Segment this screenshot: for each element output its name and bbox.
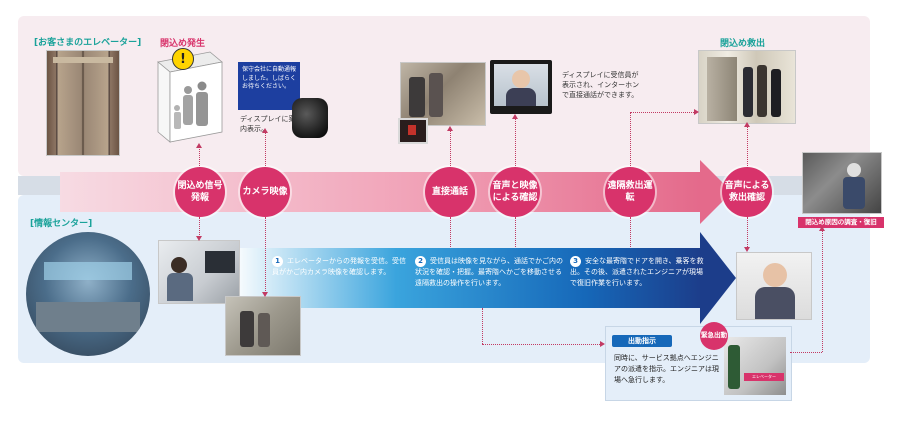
- step-3-number: 3: [570, 256, 581, 267]
- arrow-right-icon: [600, 341, 605, 347]
- info-center-label: [情報センター]: [30, 219, 93, 229]
- intercom-call-photo: [400, 62, 486, 126]
- connector-engineer-right: [790, 352, 822, 353]
- passenger-silhouette: [429, 73, 443, 117]
- van-text: エレベーター: [744, 373, 784, 381]
- connector-signal-up: [199, 146, 200, 168]
- operator-display-screen: [494, 64, 548, 106]
- connector-remote-rescue-right: [630, 112, 696, 113]
- connector-remote-rescue-up: [630, 112, 631, 168]
- engineer-silhouette: [728, 345, 740, 389]
- customer-elevator-label: [お客さまのエレベーター]: [34, 38, 142, 48]
- engineer-helmet: [847, 163, 861, 177]
- arrow-down-icon: [744, 247, 750, 252]
- arrow-up-icon: [447, 126, 453, 131]
- connector-direct-call-down: [450, 217, 451, 247]
- step-1-number: 1: [272, 256, 283, 267]
- step-2-number: 2: [415, 256, 426, 267]
- rescued-passenger: [771, 69, 781, 117]
- passenger-silhouette: [409, 77, 425, 117]
- operator-torso: [167, 273, 193, 301]
- process-arrow-blue: [232, 248, 702, 308]
- connector-engineer-up: [822, 230, 823, 352]
- operator-display-caption: ディスプレイに受信員が表示され、インターホンで直接通話ができます。: [562, 71, 640, 100]
- operator-body: [755, 287, 795, 319]
- elevator-photo: [46, 50, 120, 156]
- control-room-screens: [44, 262, 132, 280]
- connector-dispatch-down: [482, 308, 483, 344]
- emergency-dispatch-badge: 緊急出動: [700, 322, 728, 350]
- operator-display: [490, 60, 552, 114]
- cause-investigation-label: 閉込め原因の調査・復旧: [798, 217, 884, 228]
- display-caption: ディスプレイに案内表示。: [240, 115, 296, 134]
- service-van-photo: エレベーター: [724, 337, 786, 395]
- step-2-text: 受信員は映像を見ながら、通話でかご内の状況を確認・把握。最寄階へかごを移動させる…: [415, 257, 563, 287]
- elevator-intercom-panel: [398, 118, 428, 144]
- dispatch-title: 出動指示: [612, 335, 672, 347]
- operator-headset-photo: [158, 240, 240, 304]
- rescued-passenger: [757, 65, 767, 117]
- elevator-camera-image: [225, 296, 301, 356]
- rescue-photo: [698, 50, 796, 124]
- operator-face: [763, 263, 787, 287]
- arrow-down-icon: [262, 292, 268, 297]
- arrow-up-icon: [262, 128, 268, 133]
- arrow-up-icon: [196, 143, 202, 148]
- connector-dispatch-right: [482, 344, 602, 345]
- connector-signal-down: [199, 217, 200, 239]
- connector-audio-rescue-up: [747, 126, 748, 168]
- entrapment-rescue-label: 閉込め救出: [720, 39, 766, 49]
- arrow-up-icon: [512, 114, 518, 119]
- process-arrow-blue-head: [700, 232, 736, 324]
- dispatch-box: 出動指示 同時に、サービス拠点へエンジニアの派遣を指示。エンジニアは現場へ急行し…: [605, 326, 792, 401]
- entrapment-occurs-label: 閉込め発生: [160, 39, 206, 49]
- intercom-button: [408, 125, 416, 135]
- exclamation-warning-icon: !: [172, 48, 194, 70]
- passenger-silhouette: [240, 311, 254, 347]
- step-1-text: エレベーターからの発報を受信。受信員がかご内カメラ映像を確認します。: [272, 257, 406, 276]
- rescued-passenger: [743, 67, 753, 117]
- guide-display-screen: 保守会社に自動通報しました。しばらくお待ちください。: [238, 62, 300, 110]
- elevator-door: [707, 57, 737, 121]
- entrapment-illustration: [150, 50, 225, 145]
- passenger-silhouette: [258, 313, 270, 347]
- operator-body: [506, 88, 536, 106]
- circle-entrapment-signal: 閉込め信号発報: [175, 167, 225, 217]
- circle-remote-rescue: 遠隔救出運転: [605, 167, 655, 217]
- arrow-down-icon: [196, 236, 202, 241]
- operator-confirm-photo: [736, 252, 812, 320]
- operator-head: [171, 257, 187, 273]
- engineer-body: [843, 177, 865, 209]
- connector-camera-down: [265, 217, 266, 293]
- connector-audio-video-up: [515, 118, 516, 168]
- operator-face: [512, 70, 530, 88]
- intercom-speaker-icon: [292, 98, 328, 138]
- dispatch-text: 同時に、サービス拠点へエンジニアの派遣を指示。エンジニアは現場へ急行します。: [614, 354, 719, 384]
- control-room-photo: [26, 232, 150, 356]
- circle-direct-call: 直接通話: [425, 167, 475, 217]
- connector-camera-up: [265, 132, 266, 168]
- process-arrow-pink: [60, 172, 700, 212]
- circle-audio-rescue-check: 音声による救出確認: [722, 167, 772, 217]
- arrow-up-icon: [819, 226, 825, 231]
- circle-camera-video: カメラ映像: [240, 167, 290, 217]
- connector-remote-rescue-down: [630, 217, 631, 247]
- connector-direct-call-up: [450, 130, 451, 168]
- arrow-up-icon: [744, 122, 750, 127]
- engineer-repair-photo: [802, 152, 882, 214]
- elevator-indicator: [53, 57, 113, 63]
- arrow-right-icon: [694, 109, 699, 115]
- operator-monitor: [205, 251, 235, 273]
- circle-audio-video-check: 音声と映像による確認: [490, 167, 540, 217]
- connector-audio-video-down: [515, 217, 516, 247]
- connector-audio-rescue-down: [747, 217, 748, 249]
- step-3-text: 安全な最寄階でドアを開き、乗客を救出。その後、派遣されたエンジニアが現場で復旧作…: [570, 257, 704, 287]
- control-room-desks: [36, 302, 140, 332]
